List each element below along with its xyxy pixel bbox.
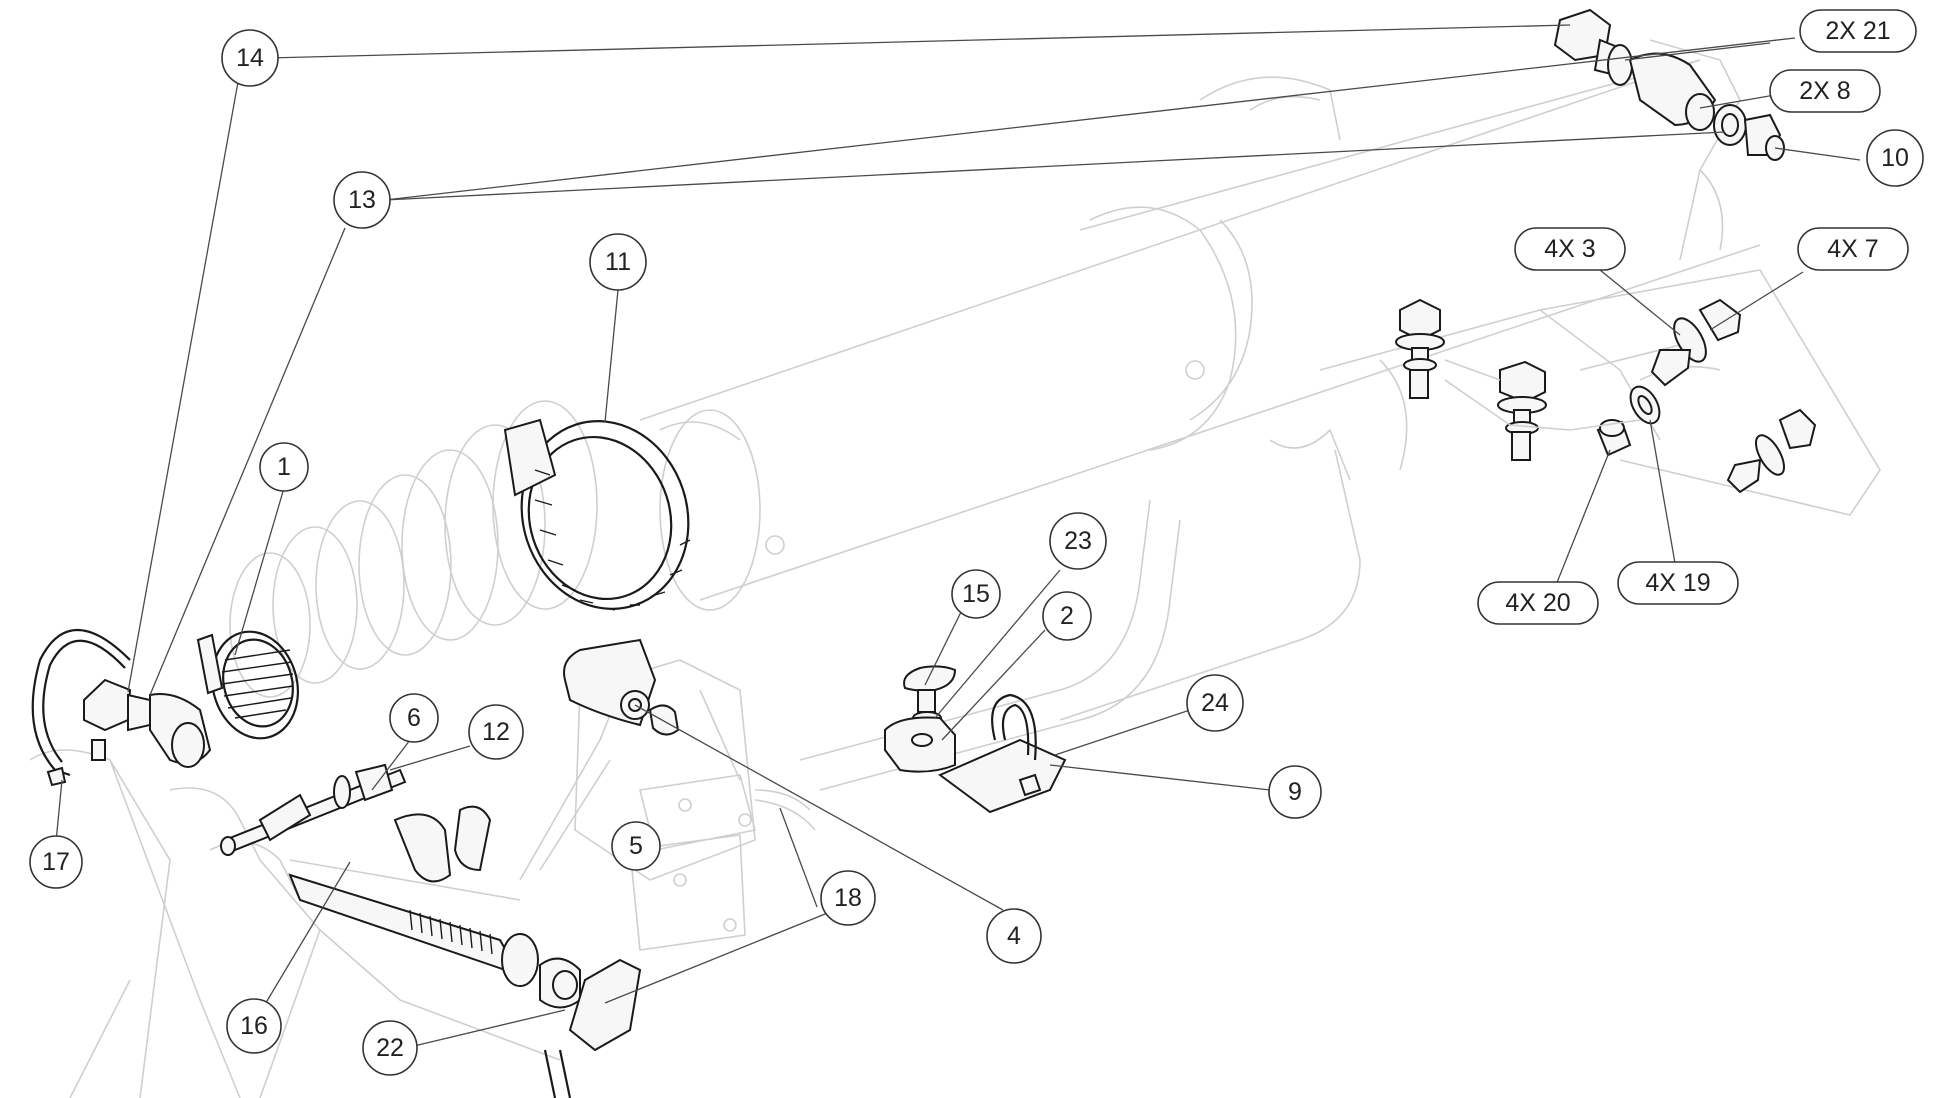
callout-4x19: 4X 19 bbox=[1617, 561, 1739, 605]
svg-text:2X 21: 2X 21 bbox=[1825, 17, 1890, 45]
leader-lines bbox=[55, 24, 1861, 1047]
svg-text:13: 13 bbox=[348, 186, 376, 214]
svg-text:4: 4 bbox=[1007, 922, 1021, 950]
callout-17: 17 bbox=[29, 835, 83, 889]
callout-4: 4 bbox=[986, 908, 1042, 964]
ghost-frame bbox=[29, 39, 1881, 1098]
svg-text:16: 16 bbox=[240, 1012, 268, 1040]
bolt-set bbox=[1395, 298, 1817, 494]
svg-text:4X 19: 4X 19 bbox=[1645, 569, 1710, 597]
callout-2x21: 2X 21 bbox=[1799, 9, 1917, 53]
spring-adjuster bbox=[288, 805, 642, 1098]
rod-end-fitting bbox=[83, 678, 212, 768]
svg-text:24: 24 bbox=[1201, 689, 1229, 717]
svg-text:18: 18 bbox=[834, 884, 862, 912]
callout-22: 22 bbox=[362, 1020, 418, 1076]
hose-clamp-large bbox=[503, 418, 691, 611]
svg-text:22: 22 bbox=[376, 1034, 404, 1062]
callout-6: 6 bbox=[389, 693, 439, 743]
svg-text:23: 23 bbox=[1064, 527, 1092, 555]
rubber-boot bbox=[229, 400, 598, 698]
svg-text:2X 8: 2X 8 bbox=[1799, 77, 1850, 105]
svg-text:4X 3: 4X 3 bbox=[1544, 235, 1595, 263]
hose-clamp-small bbox=[196, 630, 300, 740]
callout-2: 2 bbox=[1042, 591, 1092, 641]
svg-text:11: 11 bbox=[605, 248, 631, 276]
top-bolt-stack bbox=[1553, 8, 1785, 161]
callout-24: 24 bbox=[1186, 674, 1244, 732]
callout-4x20: 4X 20 bbox=[1477, 581, 1599, 625]
svg-text:12: 12 bbox=[482, 718, 510, 746]
callout-11: 11 bbox=[589, 233, 647, 291]
svg-text:4X 7: 4X 7 bbox=[1827, 235, 1878, 263]
callout-5: 5 bbox=[611, 821, 661, 871]
callout-12: 12 bbox=[468, 704, 524, 760]
callout-18: 18 bbox=[820, 870, 876, 926]
cam-bracket bbox=[563, 638, 680, 736]
sensor-bracket bbox=[884, 665, 1067, 814]
callout-14: 14 bbox=[221, 29, 279, 87]
threaded-rod bbox=[220, 763, 407, 856]
retaining-clip bbox=[31, 628, 131, 787]
svg-text:9: 9 bbox=[1288, 778, 1302, 806]
svg-text:6: 6 bbox=[407, 704, 421, 732]
svg-text:15: 15 bbox=[962, 580, 990, 608]
svg-text:14: 14 bbox=[236, 44, 264, 72]
svg-text:1: 1 bbox=[277, 453, 291, 481]
callout-1: 1 bbox=[259, 442, 309, 492]
svg-text:2: 2 bbox=[1060, 602, 1074, 630]
callout-9: 9 bbox=[1268, 765, 1322, 819]
callout-2x8: 2X 8 bbox=[1769, 69, 1881, 113]
svg-text:17: 17 bbox=[42, 848, 70, 876]
callout-13: 13 bbox=[333, 171, 391, 229]
svg-text:4X 20: 4X 20 bbox=[1505, 589, 1570, 617]
callouts: 14 13 11 1 17 6 12 5 bbox=[29, 9, 1924, 1076]
switch-block bbox=[629, 774, 816, 951]
callout-4x7: 4X 7 bbox=[1797, 227, 1909, 271]
svg-text:10: 10 bbox=[1881, 144, 1909, 172]
callout-10: 10 bbox=[1866, 129, 1924, 187]
svg-text:5: 5 bbox=[629, 832, 643, 860]
callout-15: 15 bbox=[951, 569, 1001, 619]
callout-4x3: 4X 3 bbox=[1514, 227, 1626, 271]
callout-23: 23 bbox=[1049, 512, 1107, 570]
callout-16: 16 bbox=[226, 998, 282, 1054]
